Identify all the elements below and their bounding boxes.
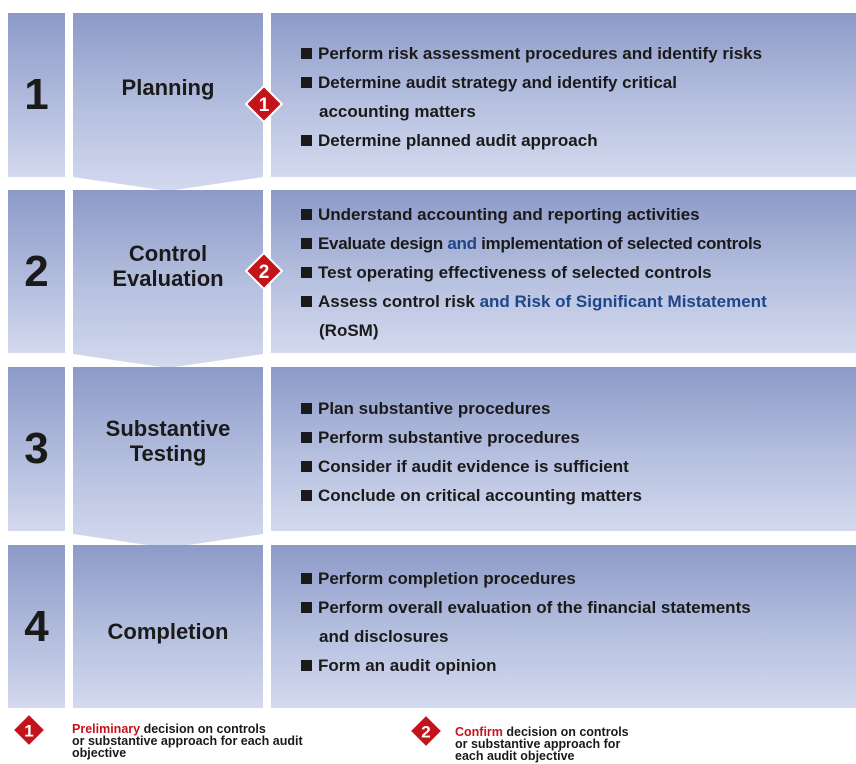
step-2-description: Understand accounting and reporting acti… — [271, 190, 856, 353]
square-bullet-icon — [301, 490, 312, 501]
step-3-description: Plan substantive procedures Perform subs… — [271, 367, 856, 531]
bullet-item: Perform completion procedures — [301, 564, 850, 593]
phase-label: Control Evaluation — [112, 241, 224, 291]
svg-text:2: 2 — [259, 262, 270, 283]
step-number-1: 1 — [8, 13, 65, 177]
step-number-3: 3 — [8, 367, 65, 531]
square-bullet-icon — [301, 461, 312, 472]
bullet-item: Determine audit strategy and identify cr… — [301, 68, 850, 97]
step-1-description: Perform risk assessment procedures and i… — [271, 13, 856, 177]
bullet-item: Evaluate design and implementation of se… — [301, 229, 850, 258]
svg-text:1: 1 — [259, 95, 270, 116]
step-number-4: 4 — [8, 545, 65, 708]
phase-control-evaluation: Control Evaluation — [73, 190, 263, 368]
bullet-item: Perform overall evaluation of the financ… — [301, 593, 850, 622]
legend-diamond-2-icon: 2 — [409, 714, 443, 748]
phase-completion: Completion — [73, 545, 263, 708]
bullet-item: Perform substantive procedures — [301, 423, 850, 452]
square-bullet-icon — [301, 48, 312, 59]
bullet-continuation: (RoSM) — [319, 321, 379, 340]
phase-label: Substantive Testing — [105, 415, 231, 466]
bullet-item: Conclude on critical accounting matters — [301, 481, 850, 510]
bullet-continuation: accounting matters — [319, 102, 476, 121]
bullet-item: Perform risk assessment procedures and i… — [301, 39, 850, 68]
bullet-item: Assess control risk and Risk of Signific… — [301, 287, 850, 316]
legend-confirm: Confirm decision on controls or substant… — [455, 725, 629, 763]
square-bullet-icon — [301, 602, 312, 613]
step-number-2: 2 — [8, 190, 65, 353]
bullet-item: Understand accounting and reporting acti… — [301, 200, 850, 229]
diamond-marker-2-icon: 2 — [245, 252, 283, 290]
square-bullet-icon — [301, 573, 312, 584]
square-bullet-icon — [301, 660, 312, 671]
diamond-marker-1-icon: 1 — [245, 85, 283, 123]
bullet-item: Form an audit opinion — [301, 651, 850, 680]
phase-label: Completion — [107, 619, 229, 644]
svg-text:1: 1 — [24, 721, 33, 740]
square-bullet-icon — [301, 135, 312, 146]
square-bullet-icon — [301, 267, 312, 278]
bullet-item: Plan substantive procedures — [301, 394, 850, 423]
bullet-continuation: and disclosures — [319, 627, 449, 646]
step-4-description: Perform completion procedures Perform ov… — [271, 545, 856, 708]
phase-substantive-testing: Substantive Testing — [73, 367, 263, 548]
square-bullet-icon — [301, 432, 312, 443]
svg-text:2: 2 — [421, 722, 430, 741]
legend-preliminary: Preliminary decision on controls or subs… — [72, 722, 303, 760]
phase-planning: Planning — [73, 13, 263, 191]
bullet-item: Consider if audit evidence is sufficient — [301, 452, 850, 481]
square-bullet-icon — [301, 238, 312, 249]
bullet-item: Determine planned audit approach — [301, 126, 850, 155]
square-bullet-icon — [301, 77, 312, 88]
square-bullet-icon — [301, 209, 312, 220]
square-bullet-icon — [301, 296, 312, 307]
phase-label: Planning — [121, 74, 215, 100]
bullet-item: Test operating effectiveness of selected… — [301, 258, 850, 287]
square-bullet-icon — [301, 403, 312, 414]
legend-diamond-1-icon: 1 — [12, 713, 46, 747]
